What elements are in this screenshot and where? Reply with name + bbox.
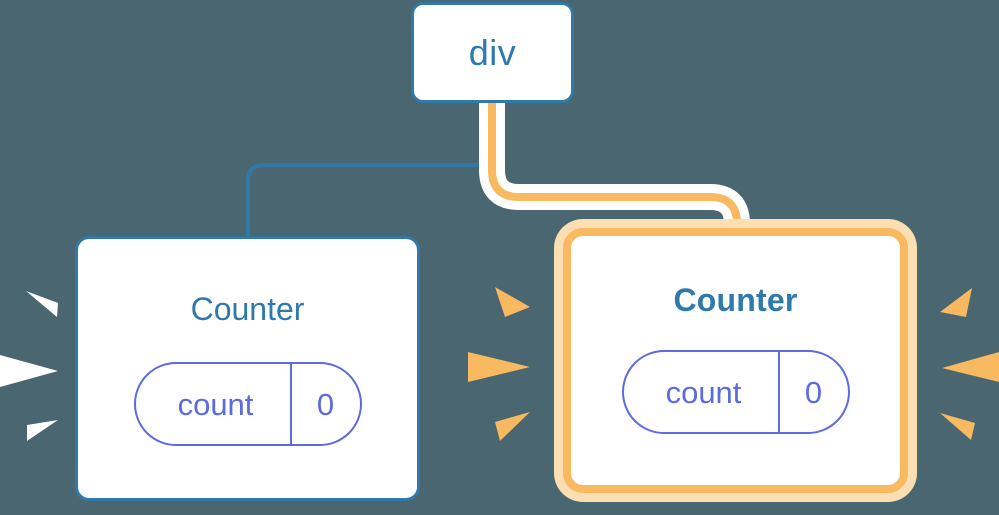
ray-orange-left-middle [468,352,530,382]
node-counter-left-title: Counter [190,291,305,327]
ray-orange-right-middle [942,352,999,382]
state-key-right: count [665,374,742,410]
node-div[interactable]: div [411,2,574,103]
ray-orange-right-bottom [940,413,975,440]
node-counter-right[interactable]: Counter count 0 [563,228,908,493]
state-key-left: count [177,386,254,422]
node-counter-left[interactable]: Counter count 0 [75,236,420,501]
edge-div-to-counter-right [488,103,741,240]
node-counter-right-title: Counter [673,282,798,318]
node-div-label: div [468,31,517,73]
ray-orange-left-bottom [495,412,530,441]
state-value-left: 0 [289,364,360,444]
ray-white-middle [0,355,58,387]
ray-group-orange-right [940,288,999,440]
ray-orange-left-top [495,287,530,317]
state-pill-left[interactable]: count 0 [133,362,362,446]
ray-orange-right-top [940,288,972,317]
ray-white-bottom [27,420,58,441]
state-value-right: 0 [777,352,848,432]
ray-group-orange-left [468,287,530,441]
state-pill-right[interactable]: count 0 [621,350,850,434]
ray-group-white-left [0,291,58,441]
ray-white-top [26,291,58,317]
